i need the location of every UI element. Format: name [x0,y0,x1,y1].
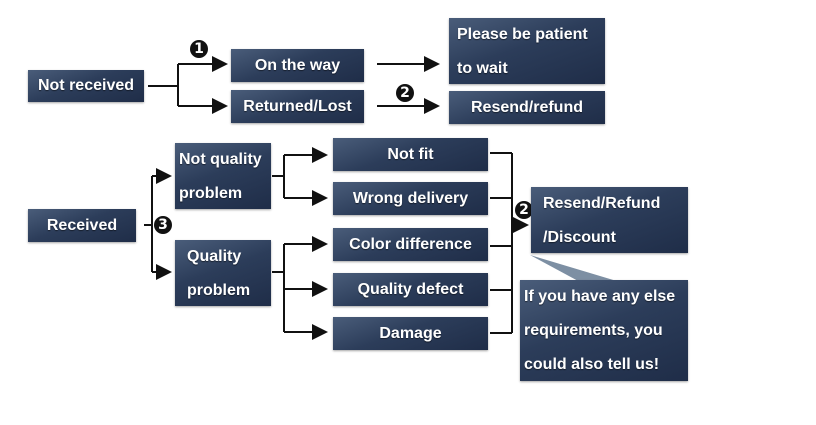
damage-label: Damage [379,324,442,342]
color-difference-box: Color difference [333,228,488,261]
note-box: If you have any else requirements, you c… [520,280,688,381]
connector-received [144,176,153,272]
received-label: Received [46,216,118,234]
step-2-badge: 2 [396,84,414,102]
not-quality-line-1: Not quality [179,151,262,168]
connector-not-quality [272,155,285,198]
step-1-badge: 1 [190,40,208,58]
please-wait-line-1: Please be patient [457,26,588,43]
please-wait-line-2: to wait [457,60,508,77]
note-line-1: If you have any else [524,288,676,305]
returned-lost-box: Returned/Lost [231,90,364,123]
connector-quality [272,244,285,332]
not-fit-label: Not fit [387,145,434,163]
not-received-label: Not received [37,77,135,94]
on-the-way-box: On the way [231,49,364,82]
returned-lost-label: Returned/Lost [243,97,352,115]
received-box: Received [28,209,136,242]
result-step-2-badge: 2 [515,201,533,219]
note-line-2: requirements, you [524,322,663,339]
please-wait-box: Please be patient to wait [449,18,605,84]
connector-not-received [148,64,179,106]
color-difference-label: Color difference [349,235,472,253]
note-line-3: could also tell us! [524,356,660,373]
callout-pointer [530,255,620,282]
quality-line-2: problem [187,282,251,299]
resend-refund-discount-box: Resend/Refund /Discount [531,187,688,253]
step-3-badge: 3 [154,216,172,234]
quality-problem-box: Quality problem [175,240,271,306]
resend-refund-label: Resend/refund [470,98,583,116]
connector-items [490,152,513,334]
quality-defect-box: Quality defect [333,273,488,306]
wrong-delivery-box: Wrong delivery [333,182,488,215]
on-the-way-label: On the way [254,56,341,74]
not-received-box: Not received [28,70,144,102]
resend-discount-line-1: Resend/Refund [543,195,661,212]
not-quality-line-2: problem [179,185,243,202]
quality-defect-label: Quality defect [357,280,464,298]
damage-box: Damage [333,317,488,350]
quality-line-1: Quality [187,248,242,265]
not-quality-problem-box: Not quality problem [175,143,271,209]
not-fit-box: Not fit [333,138,488,171]
resend-refund-box: Resend/refund [449,91,605,124]
resend-discount-line-2: /Discount [543,229,616,246]
wrong-delivery-label: Wrong delivery [352,189,469,207]
